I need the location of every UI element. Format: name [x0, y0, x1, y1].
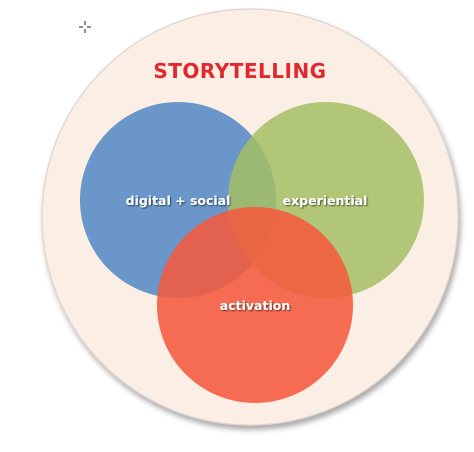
- circle-activation: [157, 207, 353, 403]
- label-digital-social: digital + social: [126, 193, 231, 208]
- diagram-title: STORYTELLING: [153, 59, 326, 83]
- label-activation: activation: [220, 298, 290, 313]
- crosshair-cursor-icon: [79, 21, 91, 33]
- label-experiential: experiential: [283, 193, 368, 208]
